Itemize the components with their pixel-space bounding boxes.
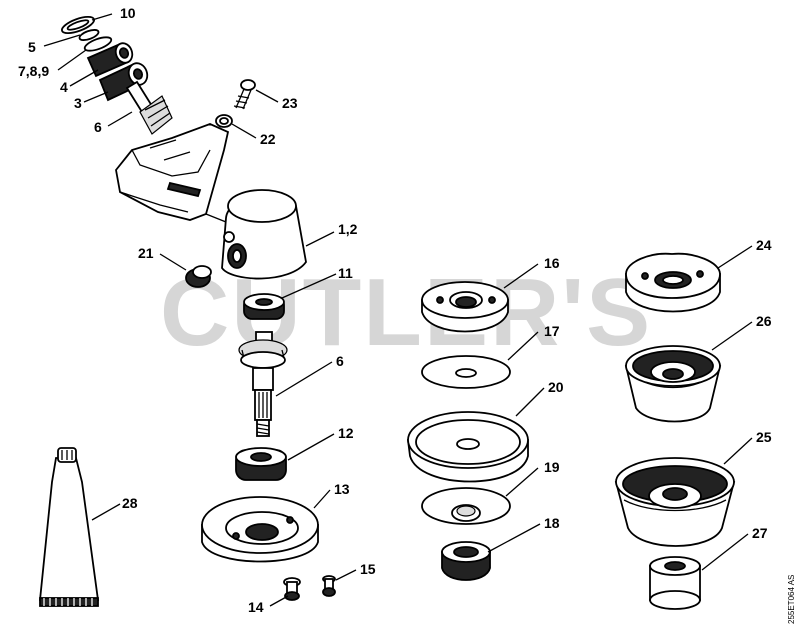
part-18-nut xyxy=(441,541,491,581)
callout-4: 4 xyxy=(60,79,68,95)
part-24-thrust-collar xyxy=(625,252,721,313)
callout-1-2: 1,2 xyxy=(338,221,358,237)
callout-25: 25 xyxy=(756,429,772,445)
callout-27: 27 xyxy=(752,525,768,541)
callout-17: 17 xyxy=(544,323,560,339)
part-13-thrust-plate xyxy=(201,496,319,563)
part-19-plate xyxy=(421,487,511,525)
part-6-pinion xyxy=(125,80,173,135)
callout-21: 21 xyxy=(138,245,154,261)
part-3-bearing xyxy=(98,62,149,102)
callout-18: 18 xyxy=(544,515,560,531)
part-22-washer xyxy=(215,114,233,128)
part-5-ring xyxy=(78,29,100,41)
part-6-gear-shaft xyxy=(238,331,288,437)
callout-5: 5 xyxy=(28,39,36,55)
callout-22: 22 xyxy=(260,131,276,147)
part-20-guard-cup xyxy=(406,411,529,483)
callout-15: 15 xyxy=(360,561,376,577)
callout-6-shaft: 6 xyxy=(336,353,344,369)
part-17-washer xyxy=(421,355,511,389)
callout-19: 19 xyxy=(544,459,560,475)
callout-10: 10 xyxy=(120,5,136,21)
part-16-disc xyxy=(421,281,509,333)
callout-24: 24 xyxy=(756,237,772,253)
leader-lines xyxy=(43,13,753,607)
callout-11: 11 xyxy=(338,265,353,281)
callout-13: 13 xyxy=(334,481,350,497)
callout-6-pinion: 6 xyxy=(94,119,102,135)
callout-28: 28 xyxy=(122,495,138,511)
part-15-screw xyxy=(322,575,336,597)
part-1-2-gear-housing xyxy=(115,123,307,280)
part-12-bearing xyxy=(235,447,287,481)
part-7-8-9-shims xyxy=(83,36,113,52)
callout-23: 23 xyxy=(282,95,298,111)
part-21-plug-screw xyxy=(185,265,212,288)
callout-20: 20 xyxy=(548,379,564,395)
part-28-grease-tube xyxy=(39,447,100,607)
callout-12: 12 xyxy=(338,425,354,441)
part-23-screw xyxy=(233,79,256,110)
part-26-cup xyxy=(624,345,722,423)
drawing-code: 255ET064 AS xyxy=(787,575,796,624)
callout-3: 3 xyxy=(74,95,82,111)
part-4-bearing xyxy=(86,42,134,78)
callout-26: 26 xyxy=(756,313,772,329)
callout-14: 14 xyxy=(248,599,264,615)
callout-16: 16 xyxy=(544,255,560,271)
part-14-screw xyxy=(283,577,301,601)
callout-7-8-9: 7,8,9 xyxy=(18,63,49,79)
part-11-bearing xyxy=(243,293,285,320)
part-27-spacer xyxy=(649,556,701,610)
part-25-cup xyxy=(614,457,736,547)
